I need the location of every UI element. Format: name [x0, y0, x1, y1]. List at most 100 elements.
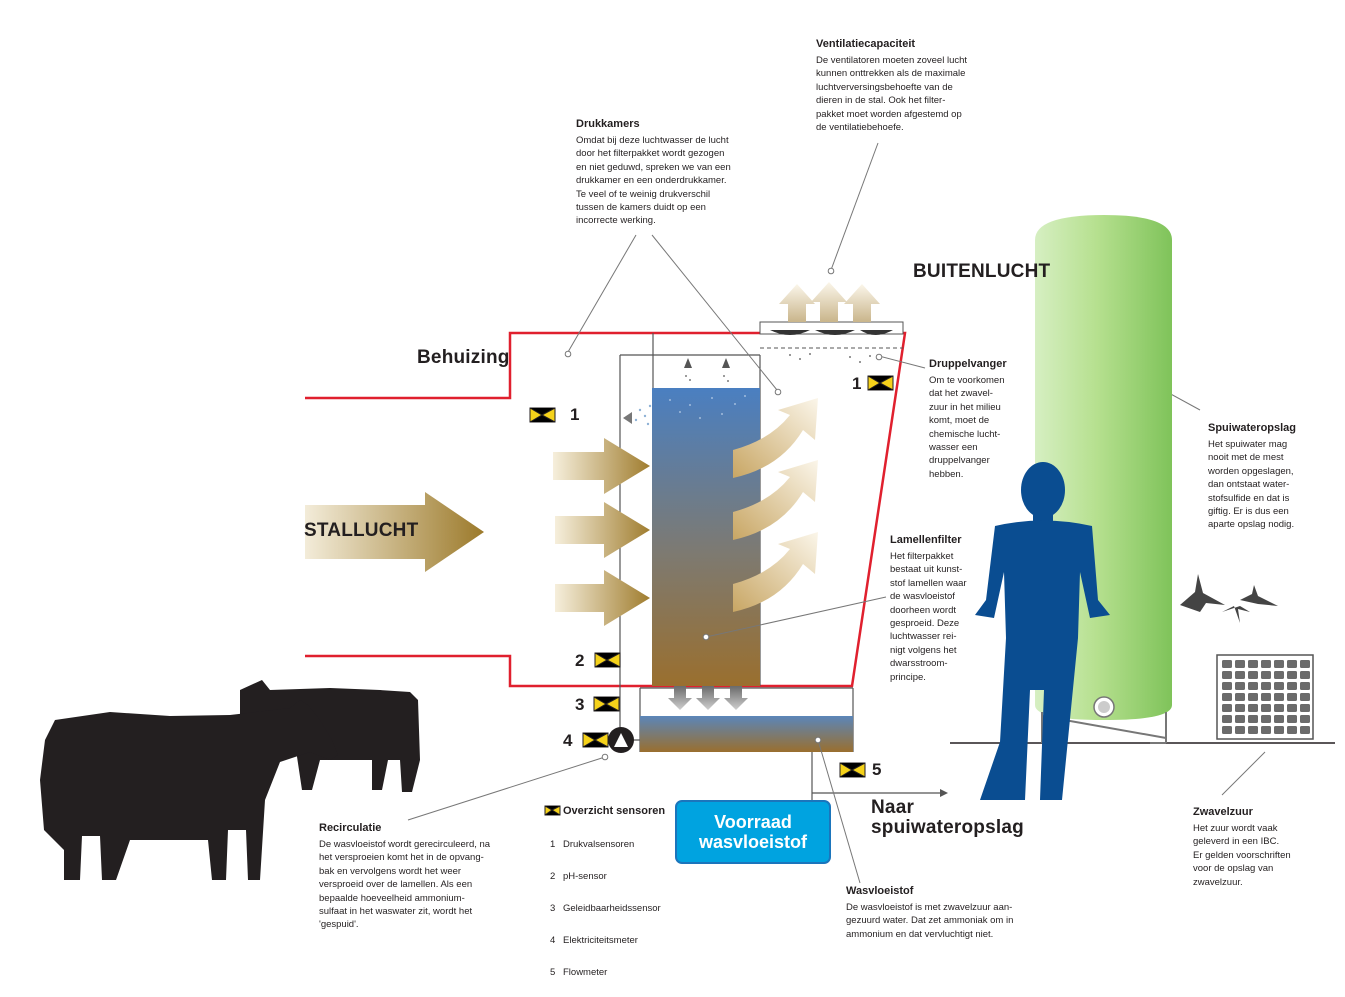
- druppelvanger-text: Om te voorkomen dat het zwavel- zuur in …: [929, 375, 1005, 480]
- naar-label-2: spuiwateropslag: [871, 817, 1024, 838]
- ibc-cell: [1274, 671, 1284, 679]
- ventilatie-text: De ventilatoren moeten zoveel lucht kunn…: [816, 55, 968, 134]
- mist-dots: [634, 404, 652, 426]
- ibc-cell: [1261, 682, 1271, 690]
- wasvloeistof-text: De wasvloeistof is met zwavelzuur aan- g…: [846, 902, 1014, 940]
- ibc-cell: [1261, 671, 1271, 679]
- leader-dots: [564, 267, 1129, 761]
- fans: [759, 321, 904, 349]
- ibc-cell: [1235, 726, 1245, 734]
- ibc-cell: [1287, 671, 1297, 679]
- ibc-cell: [1287, 693, 1297, 701]
- ibc-cell: [1261, 715, 1271, 723]
- person-silhouette: [975, 462, 1110, 800]
- outflow-arrows: [779, 282, 880, 322]
- sensor-2: 2: [575, 651, 585, 670]
- ibc-cell: [1261, 660, 1271, 668]
- ibc-cell: [1300, 715, 1310, 723]
- ibc-cell: [1235, 660, 1245, 668]
- ibc-cell: [1248, 693, 1258, 701]
- behuizing-label: Behuizing: [417, 347, 510, 368]
- ibc-cell: [1261, 704, 1271, 712]
- ibc-cell: [1222, 660, 1232, 668]
- recirculatie-title: Recirculatie: [319, 822, 382, 834]
- birds: [1180, 574, 1278, 623]
- ibc-cell: [1274, 660, 1284, 668]
- ibc-cell: [1235, 693, 1245, 701]
- drain-arrows: [668, 686, 748, 710]
- lamellenfilter-text: Het filterpakket bestaat uit kunst- stof…: [890, 551, 967, 683]
- ibc-cell: [1222, 715, 1232, 723]
- leader-lines: [407, 142, 1266, 884]
- ibc-cell: [1222, 704, 1232, 712]
- ibc-container: [1216, 654, 1314, 740]
- ibc-cell: [1248, 682, 1258, 690]
- ibc-cell: [1261, 726, 1271, 734]
- ibc-cell: [1287, 726, 1297, 734]
- spuiwateropslag-title: Spuiwateropslag: [1208, 422, 1297, 434]
- zwavelzuur-title: Zwavelzuur: [1193, 806, 1253, 818]
- sensor-4: 4: [563, 731, 573, 750]
- inflow-arrows: [553, 438, 650, 626]
- ibc-cell: [1287, 704, 1297, 712]
- ibc-cell: [1235, 671, 1245, 679]
- ibc-cell: [1287, 660, 1297, 668]
- ventilatie-title: Ventilatiecapaciteit: [816, 38, 916, 50]
- naar-label-1: Naar: [871, 797, 915, 818]
- ibc-cell: [1222, 726, 1232, 734]
- ibc-cell: [1235, 682, 1245, 690]
- flow-arrow-head: [940, 789, 948, 797]
- druppelvanger-title: Druppelvanger: [929, 358, 1007, 370]
- drukkamers-title: Drukkamers: [576, 118, 640, 130]
- lamellenfilter-title: Lamellenfilter: [890, 534, 962, 546]
- recirculation-pump: [608, 727, 634, 753]
- ibc-cell: [1274, 704, 1284, 712]
- wasvloeistof-title: Wasvloeistof: [846, 885, 914, 897]
- spuiwateropslag-text: Het spuiwater mag nooit met de mest word…: [1208, 439, 1295, 531]
- voorraad-line-2: wasvloeistof: [698, 832, 808, 852]
- drukkamers-text: Omdat bij deze luchtwasser de lucht door…: [576, 135, 731, 227]
- stallucht-arrow: [305, 492, 484, 572]
- ibc-cell: [1274, 693, 1284, 701]
- voorraad-line-1: Voorraad: [714, 812, 792, 832]
- ibc-cell: [1300, 660, 1310, 668]
- ibc-cell: [1248, 704, 1258, 712]
- sensor-5: 5: [872, 760, 882, 779]
- recirculatie-text: De wasvloeistof wordt gerecirculeerd, na…: [319, 839, 491, 931]
- ibc-cell: [1235, 704, 1245, 712]
- droplet-dots: [789, 353, 871, 363]
- ibc-cell: [1235, 715, 1245, 723]
- stallucht-label: STALLUCHT: [304, 520, 419, 541]
- buitenlucht-label: BUITENLUCHT: [913, 261, 1051, 282]
- ibc-cell: [1274, 682, 1284, 690]
- sensor-1-left: 1: [570, 405, 580, 424]
- collecting-basin: [640, 716, 853, 752]
- curved-arrows: [733, 398, 818, 612]
- sensor-1-right: 1: [852, 374, 862, 393]
- cows: [40, 680, 420, 880]
- mist-arrow: [623, 412, 632, 424]
- ibc-cell: [1300, 704, 1310, 712]
- ibc-cell: [1300, 671, 1310, 679]
- zwavelzuur-text: Het zuur wordt vaak geleverd in een IBC.…: [1193, 823, 1291, 888]
- housing-outline: [305, 331, 907, 688]
- ibc-cell: [1287, 682, 1297, 690]
- ibc-cell: [1248, 726, 1258, 734]
- ibc-cell: [1248, 660, 1258, 668]
- spray-nozzles: [684, 358, 730, 382]
- diagram-canvas: [40, 142, 1335, 884]
- sensors-title: Overzicht sensoren: [563, 805, 666, 817]
- sensor-box-crosses: [529, 375, 894, 816]
- ibc-cell: [1300, 693, 1310, 701]
- voorraad-wasvloeistof-box: Voorraad wasvloeistof: [675, 800, 831, 864]
- ibc-cell: [1248, 715, 1258, 723]
- ibc-cell: [1300, 682, 1310, 690]
- sensor-3: 3: [575, 695, 585, 714]
- ibc-cell: [1222, 693, 1232, 701]
- ibc-cell: [1300, 726, 1310, 734]
